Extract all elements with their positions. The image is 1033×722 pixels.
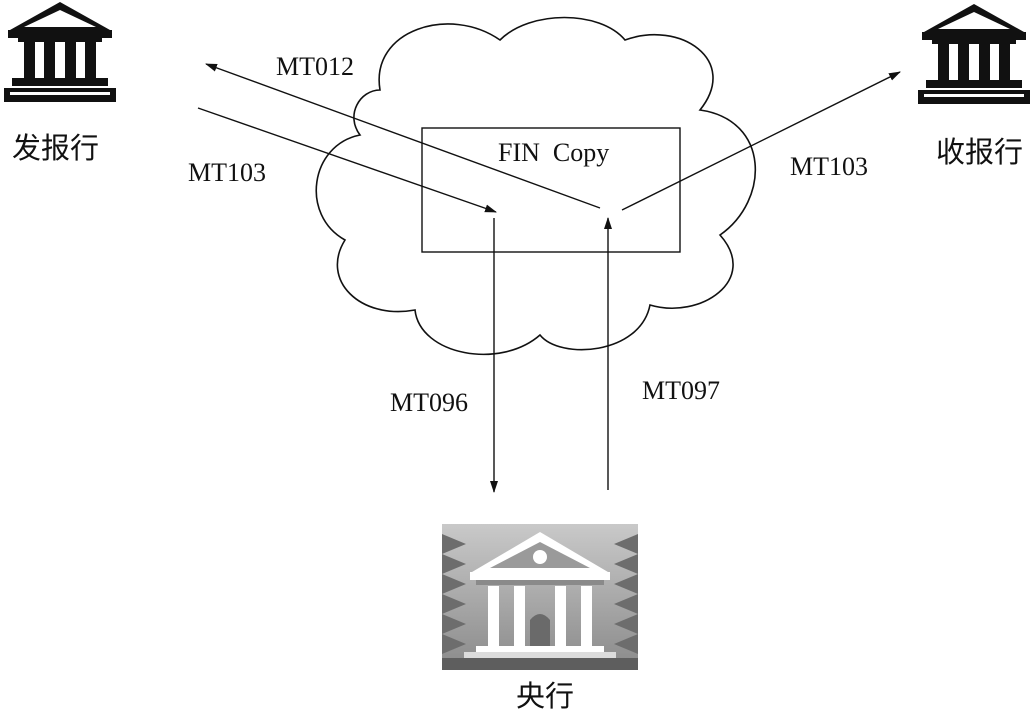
sender-bank-label: 发报行 xyxy=(12,131,100,165)
mt103-out-label: MT103 xyxy=(790,152,868,181)
mt103-in-arrow xyxy=(197,107,497,213)
central-bank-label: 央行 xyxy=(516,679,575,713)
mt096-label: MT096 xyxy=(390,388,468,417)
fin-copy-label: FIN Copy xyxy=(498,138,610,167)
mt012-arrow xyxy=(205,63,601,209)
mt012-label: MT012 xyxy=(276,52,354,81)
central-bank-icon xyxy=(442,524,638,670)
receiver-bank-label: 收报行 xyxy=(936,135,1024,169)
sender-bank-icon xyxy=(4,2,116,102)
mt097-label: MT097 xyxy=(642,376,720,405)
mt103-out-arrow xyxy=(621,71,901,211)
mt103-in-label: MT103 xyxy=(188,158,266,187)
receiver-bank-icon xyxy=(918,4,1030,104)
